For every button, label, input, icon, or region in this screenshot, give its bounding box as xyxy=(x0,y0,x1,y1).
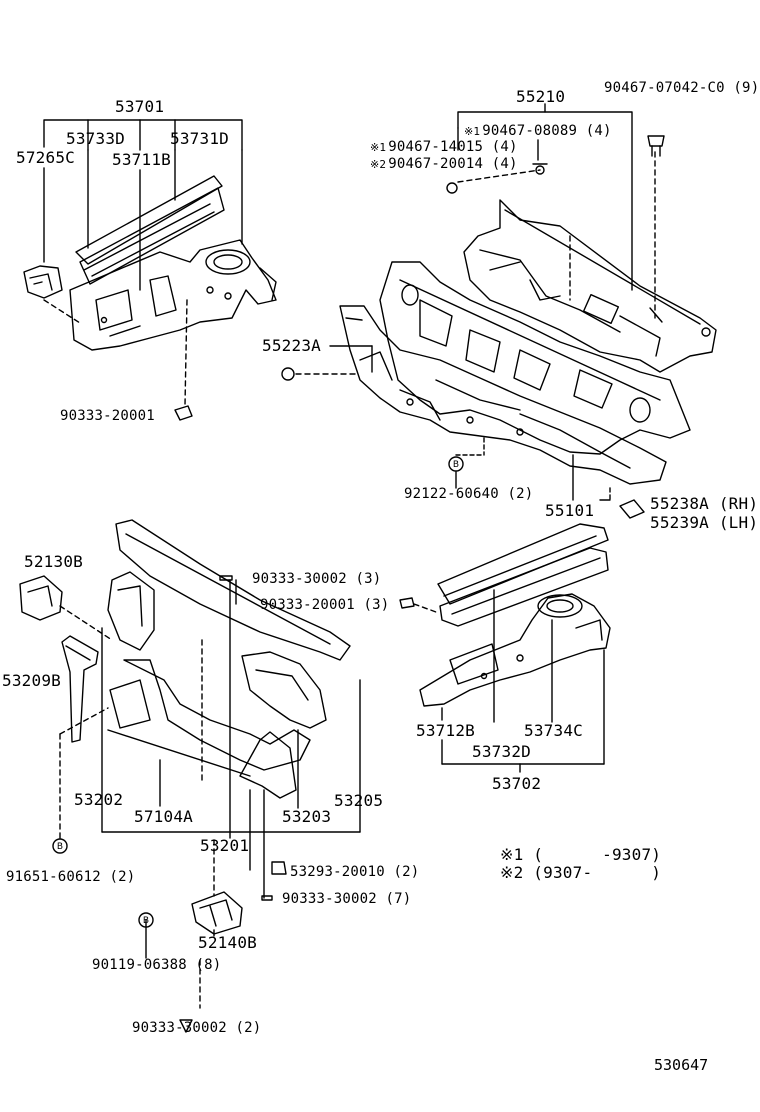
label-55239a: 55239A (LH) xyxy=(650,513,759,532)
support-53209b-drawing xyxy=(59,635,109,743)
label-53711b: 53711B xyxy=(112,150,171,169)
label-90333-30002-2: 90333-30002 (2) xyxy=(132,1020,262,1036)
circled-b-marker-2 xyxy=(52,838,68,854)
label-90333-20001-top: 90333-20001 xyxy=(60,408,155,424)
star1-mark-2: ※1 xyxy=(370,141,387,154)
label-55238a: 55238A (RH) xyxy=(650,494,759,513)
label-90333-20001-3: 90333-20001 (3) xyxy=(260,597,390,613)
legend-row-1: ※1 ( -9307) xyxy=(500,846,661,864)
label-53205: 53205 xyxy=(334,791,384,810)
label-91651-60612: 91651-60612 (2) xyxy=(6,869,136,885)
radiator-support-drawing xyxy=(107,519,351,799)
apron-right-drawing xyxy=(419,523,611,707)
label-55223a: 55223A xyxy=(262,336,321,355)
label-52130b: 52130B xyxy=(24,552,83,571)
fasteners-top-right-drawing xyxy=(446,135,665,194)
label-52140b: 52140B xyxy=(198,933,257,952)
label-90467-20014-text: 90467-20014 (4) xyxy=(388,156,518,172)
label-57104a: 57104A xyxy=(134,807,193,826)
label-53203: 53203 xyxy=(282,807,332,826)
star2-mark: ※2 xyxy=(370,158,387,171)
label-53712b: 53712B xyxy=(416,721,475,740)
label-53734c: 53734C xyxy=(524,721,583,740)
dash-upper-panel-drawing xyxy=(463,199,717,373)
circled-b-letter-1: B xyxy=(453,460,459,470)
clip-90333-20001-top-drawing xyxy=(174,405,193,421)
label-53202: 53202 xyxy=(74,790,124,809)
legend-row-2-text: (9307- ) xyxy=(533,863,662,882)
legend-row-2: ※2 (9307- ) xyxy=(500,864,661,882)
label-53702: 53702 xyxy=(492,774,542,793)
circled-b-marker-3 xyxy=(138,912,154,928)
label-53731d: 53731D xyxy=(170,129,229,148)
radiator-support-leaders xyxy=(59,575,361,901)
label-53293-20010: 53293-20010 (2) xyxy=(290,864,420,880)
legend-row-2-mark: ※2 xyxy=(500,863,524,882)
label-90333-30002-7: 90333-30002 (7) xyxy=(282,891,412,907)
group-55210-leader-lines xyxy=(457,103,656,319)
label-90467-14015-text: 90467-14015 (4) xyxy=(388,139,518,155)
label-53701: 53701 xyxy=(115,97,165,116)
dash-insulator-drawing xyxy=(339,305,667,485)
label-53732d: 53732D xyxy=(472,742,531,761)
label-53201: 53201 xyxy=(200,836,250,855)
label-53733d: 53733D xyxy=(66,129,125,148)
label-90467-08089-text: 90467-08089 (4) xyxy=(482,123,612,139)
apron-left-drawing xyxy=(69,175,277,351)
label-90119-06388: 90119-06388 (8) xyxy=(92,957,222,973)
label-92122-60640: 92122-60640 (2) xyxy=(404,486,534,502)
bracket-52130b-drawing xyxy=(19,575,113,641)
illustration-number: 530647 xyxy=(654,1056,709,1074)
legend-row-1-text: ( -9307) xyxy=(533,845,662,864)
legend-row-1-mark: ※1 xyxy=(500,845,524,864)
label-57265c: 57265C xyxy=(16,148,75,167)
star1-mark: ※1 xyxy=(464,125,481,138)
group-53702-leader-lines xyxy=(399,589,605,773)
label-90467-07042: 90467-07042-C0 (9) xyxy=(604,80,760,96)
circled-b-letter-3: B xyxy=(143,916,149,926)
circled-b-letter-2: B xyxy=(57,842,63,852)
label-55101: 55101 xyxy=(545,501,595,520)
bracket-57265c-drawing xyxy=(23,265,63,299)
label-90333-30002-3: 90333-30002 (3) xyxy=(252,571,382,587)
label-53209b: 53209B xyxy=(2,671,61,690)
dash-misc-leaders xyxy=(281,345,645,519)
label-55210: 55210 xyxy=(516,87,566,106)
bracket-52140b-drawing xyxy=(191,891,243,935)
circled-b-marker-1 xyxy=(448,456,464,472)
